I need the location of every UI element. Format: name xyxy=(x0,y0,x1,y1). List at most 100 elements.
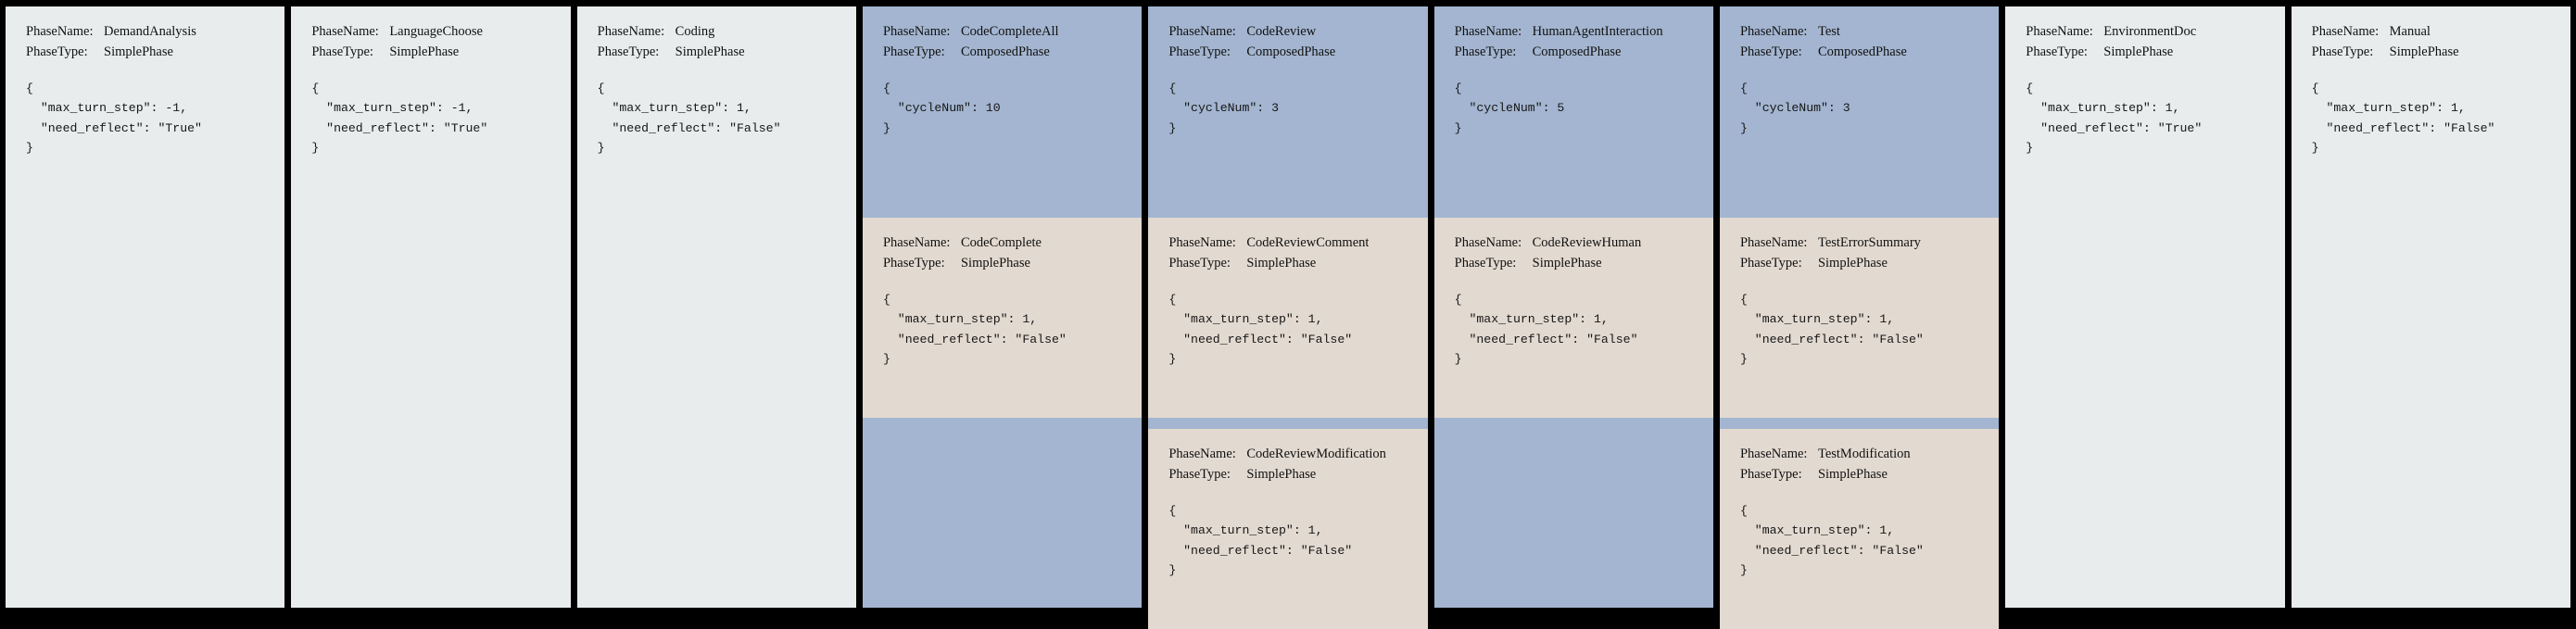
phase-name-value: Coding xyxy=(675,24,715,39)
phase-name-label: PhaseName: xyxy=(26,24,94,39)
phase-name-label: PhaseName: xyxy=(2311,24,2380,39)
config-json-line: "max_turn_step": 1, xyxy=(2311,101,2466,116)
composed-phase-gap xyxy=(1719,418,2000,429)
phase-type-label-line: PhaseType:ComposedPhase xyxy=(1740,42,1982,62)
phase-name-value: CodeCompleteAll xyxy=(960,24,1059,39)
phase-type-label: PhaseType: xyxy=(1739,256,1802,271)
phase-type-label: PhaseType: xyxy=(882,44,945,60)
phase-name-label-line: PhaseName: DemandAnalysis xyxy=(26,21,268,42)
phase-name-label: PhaseName: xyxy=(1739,235,1808,250)
config-json-line: "cycleNum": 3 xyxy=(1168,101,1280,116)
config-json-line: "max_turn_step": 1, xyxy=(1168,523,1323,538)
config-json-line: "cycleNum": 5 xyxy=(1454,101,1565,116)
config-json-line: { xyxy=(311,81,320,95)
phase-type-label-line: PhaseType: SimplePhase xyxy=(1168,253,1410,273)
config-json-line: { xyxy=(1739,503,1748,518)
config-json-line: } xyxy=(882,120,890,135)
config-json-line: "need_reflect": "False" xyxy=(882,332,1067,346)
phase-name-label: PhaseName: xyxy=(311,24,379,39)
phase-type-label: PhaseType: xyxy=(597,44,660,60)
phase-config-json: { "max_turn_step": 1, "need_reflect": "F… xyxy=(2312,79,2554,158)
phase-config-json: { "max_turn_step": 1, "need_reflect": "F… xyxy=(598,79,840,158)
config-json-line: "need_reflect": "False" xyxy=(2311,120,2495,135)
config-json-line: } xyxy=(1168,120,1177,135)
phase-type-value: ComposedPhase xyxy=(960,44,1050,60)
config-json-line: "need_reflect": "True" xyxy=(2026,120,2203,135)
config-json-line: { xyxy=(1739,81,1748,95)
phase-name-value: TestErrorSummary xyxy=(1817,235,1921,250)
phase-name-value: CodeReview xyxy=(1246,24,1317,39)
phase-name-label: PhaseName: xyxy=(882,24,951,39)
config-json-line: } xyxy=(2311,141,2319,156)
phase-type-label-line: PhaseType:SimplePhase xyxy=(1168,464,1410,484)
phase-type-label: PhaseType: xyxy=(1739,467,1802,483)
phase-type-value: SimplePhase xyxy=(104,44,173,60)
phase-type-value: SimplePhase xyxy=(2103,44,2174,60)
phase-name-label: PhaseName: xyxy=(1168,24,1236,39)
config-json-line: { xyxy=(882,81,890,95)
phase-type-label-line: PhaseType:SimplePhase xyxy=(2026,42,2267,62)
phase-type-label: PhaseType: xyxy=(26,44,88,60)
phase-type-value: SimplePhase xyxy=(1532,256,1602,271)
phase-type-label-line: PhaseType:ComposedPhase xyxy=(1168,42,1410,62)
config-json-line: "cycleNum": 10 xyxy=(882,101,1001,116)
composed-phase-gap xyxy=(1719,207,2000,218)
phase-type-value: SimplePhase xyxy=(1246,256,1317,271)
config-json-line: } xyxy=(1168,563,1177,578)
config-json-line: { xyxy=(2311,81,2319,95)
config-json-line: "cycleNum": 3 xyxy=(1739,101,1850,116)
phase-type-label: PhaseType: xyxy=(1739,44,1802,60)
phase-type-label: PhaseType: xyxy=(1168,256,1231,271)
phase-config-json: { "cycleNum": 3} xyxy=(1168,79,1410,138)
composed-phase-gap xyxy=(862,207,1143,218)
config-json-line: "max_turn_step": -1, xyxy=(311,101,474,116)
phase-name-value: CodeReviewHuman xyxy=(1532,235,1642,250)
config-json-line: "max_turn_step": -1, xyxy=(26,101,188,116)
phase-type-label-line: PhaseType: SimplePhase xyxy=(598,42,840,62)
phase-name-value: DemandAnalysis xyxy=(104,24,196,39)
phase-type-value: SimplePhase xyxy=(675,44,745,60)
phase-type-value: SimplePhase xyxy=(1817,256,1888,271)
config-json-line: "max_turn_step": 1, xyxy=(1739,312,1895,327)
phase-type-value: ComposedPhase xyxy=(1246,44,1336,60)
config-json-line: { xyxy=(1168,81,1177,95)
phase-config-json: { "max_turn_step": 1, "need_reflect": "F… xyxy=(1455,290,1697,370)
config-json-line: "need_reflect": "True" xyxy=(26,120,202,135)
config-json-line: "max_turn_step": 1, xyxy=(1168,312,1323,327)
config-json-line: } xyxy=(1454,120,1462,135)
config-json-line: "max_turn_step": 1, xyxy=(2026,101,2180,116)
config-json-line: "max_turn_step": 1, xyxy=(1739,523,1895,538)
phase-name-label: PhaseName: xyxy=(1168,447,1236,461)
config-json-line: { xyxy=(1454,81,1462,95)
config-json-line: "need_reflect": "False" xyxy=(1739,543,1924,558)
phase-name-value: EnvironmentDoc xyxy=(2103,24,2197,39)
phase-type-label-line: PhaseType:SimplePhase xyxy=(883,253,1125,273)
phase-name-value: Manual xyxy=(2389,24,2431,39)
phase-type-label-line: PhaseType:SimplePhase xyxy=(1740,464,1982,484)
config-json-line: { xyxy=(26,81,33,95)
phase-name-label: PhaseName: xyxy=(1739,447,1808,461)
config-json-line: { xyxy=(882,292,890,307)
